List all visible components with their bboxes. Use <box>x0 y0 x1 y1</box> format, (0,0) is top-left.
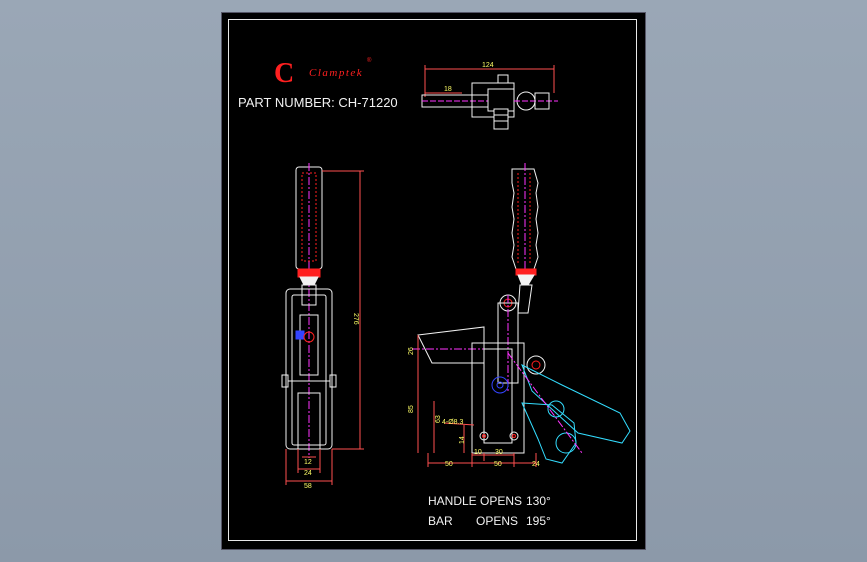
bar-opens-label: OPENS <box>476 514 518 528</box>
dim-18: 18 <box>444 86 452 93</box>
bar-opens-value: 195° <box>526 514 551 528</box>
logo-mark: C <box>274 58 294 89</box>
dim-12: 12 <box>304 459 312 466</box>
dim-58: 58 <box>304 483 312 490</box>
dim-24b: 24 <box>532 461 540 468</box>
logo-registered: ® <box>367 57 372 64</box>
logo-text: Clamptek <box>309 67 363 79</box>
dim-63: 63 <box>435 415 442 423</box>
dim-10: 10 <box>474 449 482 456</box>
dim-14: 14 <box>459 436 466 444</box>
dim-30: 30 <box>495 449 503 456</box>
dim-50b: 50 <box>494 461 502 468</box>
sheet-border <box>228 19 637 541</box>
dim-26: 26 <box>408 347 415 355</box>
dim-24: 24 <box>304 470 312 477</box>
top-view <box>421 65 558 130</box>
bar-label: BAR <box>428 514 453 528</box>
dim-124: 124 <box>482 62 494 69</box>
drawing-sheet: C Clamptek ® PART NUMBER: CH-71220 <box>222 13 645 549</box>
part-number: PART NUMBER: CH-71220 <box>238 95 398 110</box>
dim-276: 276 <box>352 313 359 325</box>
handle-opens-value: 130° <box>526 494 551 508</box>
clamptek-logo: C Clamptek ® <box>274 57 372 89</box>
dim-hole: 4-Ø8.3 <box>442 419 464 426</box>
dim-50a: 50 <box>445 461 453 468</box>
spec-notes: HANDLE OPENS 130° BAR OPENS 195° <box>428 494 551 528</box>
dim-85: 85 <box>408 405 415 413</box>
side-view <box>412 163 631 467</box>
handle-opens-label: HANDLE OPENS <box>428 494 522 508</box>
technical-drawing: C Clamptek ® PART NUMBER: CH-71220 <box>238 57 631 528</box>
front-view <box>281 163 364 485</box>
